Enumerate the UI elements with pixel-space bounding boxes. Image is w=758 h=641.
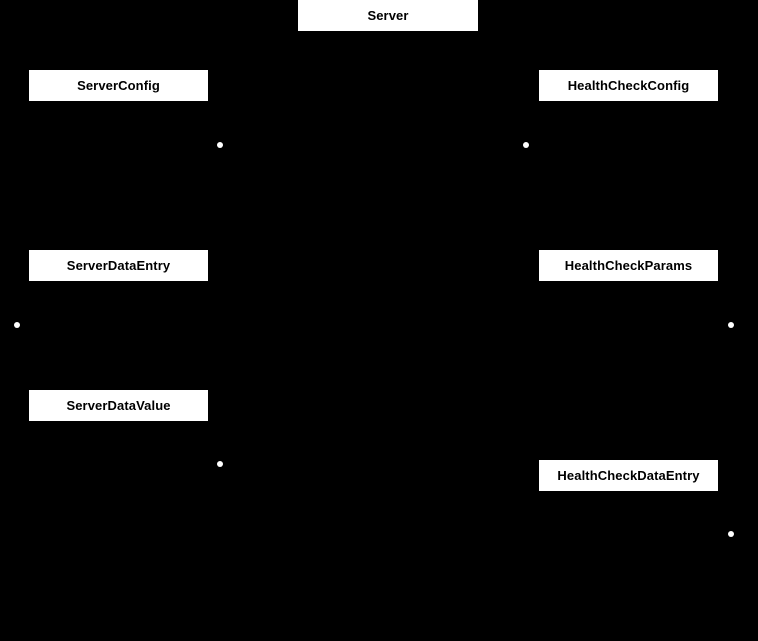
node-health-check-data-entry-label: HealthCheckDataEntry: [557, 468, 700, 483]
node-health-check-params[interactable]: HealthCheckParams: [539, 250, 718, 281]
node-health-check-params-label: HealthCheckParams: [564, 258, 693, 273]
node-server-data-value-label: ServerDataValue: [66, 398, 171, 413]
node-server[interactable]: Server: [298, 0, 478, 31]
connection-marker-dot-6: [728, 531, 734, 537]
node-server-config-label: ServerConfig: [77, 78, 160, 93]
node-server-data-entry-label: ServerDataEntry: [66, 258, 171, 273]
connection-marker-dot-5: [217, 461, 223, 467]
node-server-config[interactable]: ServerConfig: [29, 70, 208, 101]
node-server-data-value[interactable]: ServerDataValue: [29, 390, 208, 421]
node-server-label: Server: [367, 8, 409, 23]
connection-marker-dot-1: [217, 142, 223, 148]
connection-marker-dot-4: [728, 322, 734, 328]
connection-marker-dot-2: [523, 142, 529, 148]
node-server-data-entry[interactable]: ServerDataEntry: [29, 250, 208, 281]
connection-marker-dot-3: [14, 322, 20, 328]
node-health-check-data-entry[interactable]: HealthCheckDataEntry: [539, 460, 718, 491]
node-health-check-config-label: HealthCheckConfig: [567, 78, 690, 93]
node-health-check-config[interactable]: HealthCheckConfig: [539, 70, 718, 101]
